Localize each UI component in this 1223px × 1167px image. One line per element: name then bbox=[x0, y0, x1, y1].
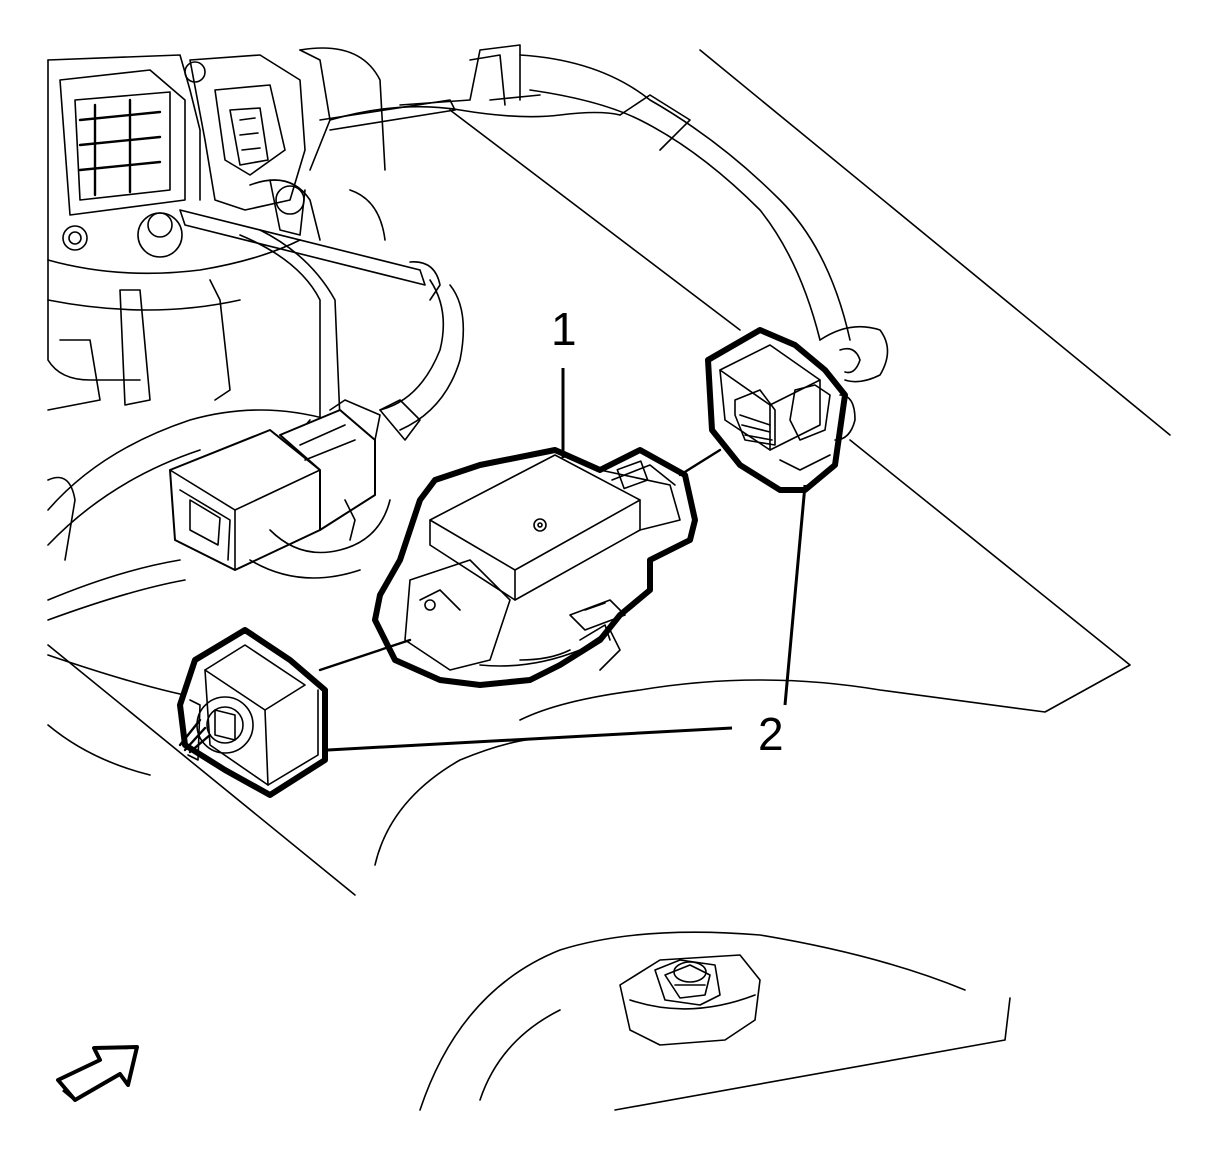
upper-harness bbox=[519, 54, 889, 383]
connector-lower bbox=[177, 627, 328, 798]
inline-connector bbox=[169, 399, 391, 579]
left-harness bbox=[47, 279, 465, 621]
callout-1-label: 1 bbox=[551, 303, 577, 355]
leader-2a bbox=[783, 484, 807, 706]
hvac-assembly bbox=[47, 44, 621, 511]
connector-upper bbox=[705, 327, 856, 493]
assembly-lines bbox=[318, 448, 722, 672]
control-module bbox=[372, 447, 698, 688]
strut-mount bbox=[619, 954, 761, 1046]
callout-2-label: 2 bbox=[758, 708, 784, 760]
callout-leaders bbox=[327, 368, 807, 752]
leader-2b bbox=[327, 726, 733, 752]
direction-arrow-icon bbox=[56, 1045, 139, 1102]
body-panel bbox=[47, 49, 1171, 1111]
